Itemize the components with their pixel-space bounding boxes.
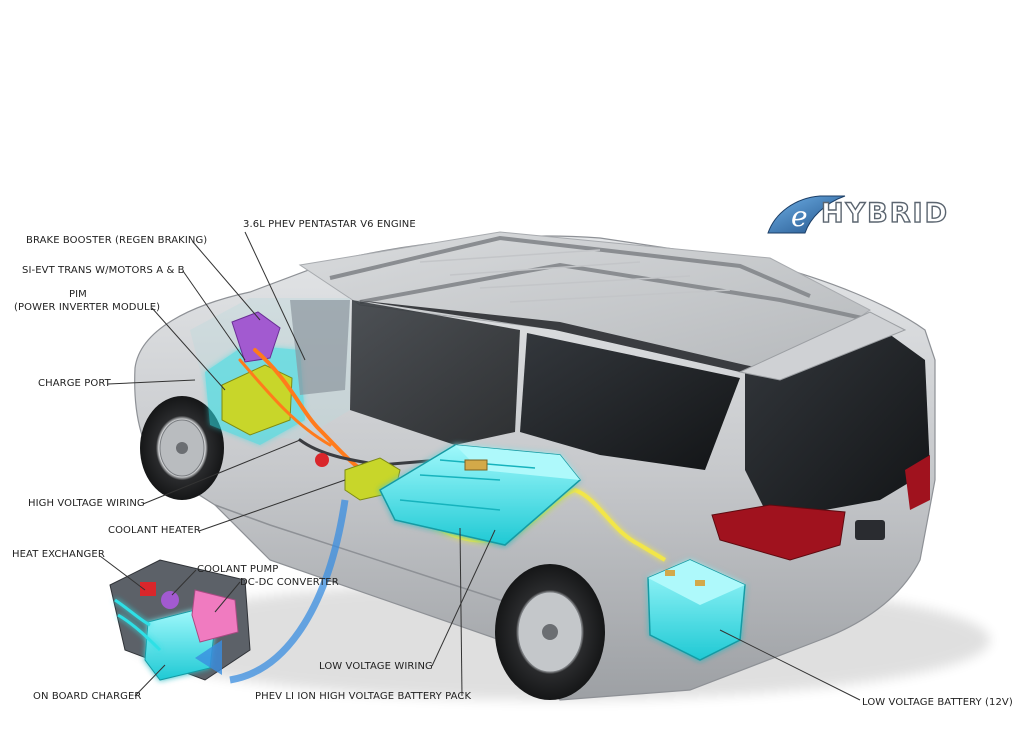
label-engine: 3.6L PHEV PENTASTAR V6 ENGINE (243, 219, 416, 230)
engine-bay (205, 300, 350, 445)
rear-wheel (495, 564, 605, 700)
taillight-left (711, 504, 846, 561)
label-onboard-charger: ON BOARD CHARGER (33, 691, 142, 702)
label-pim: PIM (69, 289, 87, 300)
label-battery-pack: PHEV LI ION HIGH VOLTAGE BATTERY PACK (255, 691, 472, 702)
coolant-pump (161, 591, 179, 609)
label-pim-full: (POWER INVERTER MODULE) (14, 302, 161, 313)
callout-arrowhead (195, 640, 222, 675)
callout-arrow (229, 499, 349, 684)
dc-dc-converter (191, 589, 239, 643)
power-electronics-module (109, 559, 251, 681)
rear-side-window (520, 333, 740, 470)
ehybrid-logo: e HYBRID (765, 193, 1005, 238)
v6-engine (290, 300, 350, 395)
label-dcdc-converter: DC-DC CONVERTER (240, 577, 339, 588)
battery-pack (379, 444, 582, 546)
heat-exchanger (140, 582, 156, 596)
label-charge-port: CHARGE PORT (38, 378, 111, 389)
si-evt-transmission (221, 364, 293, 436)
logo-e-glyph: e (791, 200, 808, 233)
brake-booster (231, 311, 281, 363)
label-coolant-heater: COOLANT HEATER (108, 525, 201, 536)
leader-lines (99, 231, 861, 701)
label-coolant-pump: COOLANT PUMP (197, 564, 279, 575)
label-hv-wiring: HIGH VOLTAGE WIRING (28, 498, 145, 509)
label-lv-battery: LOW VOLTAGE BATTERY (12V) (862, 697, 1013, 708)
low-voltage-battery (647, 559, 746, 661)
coolant-heater-red-part (315, 453, 329, 467)
front-wheel (140, 396, 224, 500)
logo-text: HYBRID (820, 197, 949, 229)
label-lv-wiring: LOW VOLTAGE WIRING (319, 661, 433, 672)
middle-window (350, 300, 520, 445)
e-swoosh-icon (767, 195, 846, 234)
label-brake-booster: BRAKE BOOSTER (REGEN BRAKING) (26, 235, 208, 246)
label-si-evt-trans: SI-EVT TRANS W/MOTORS A & B (22, 265, 185, 276)
label-heat-exchanger: HEAT EXCHANGER (12, 549, 105, 560)
